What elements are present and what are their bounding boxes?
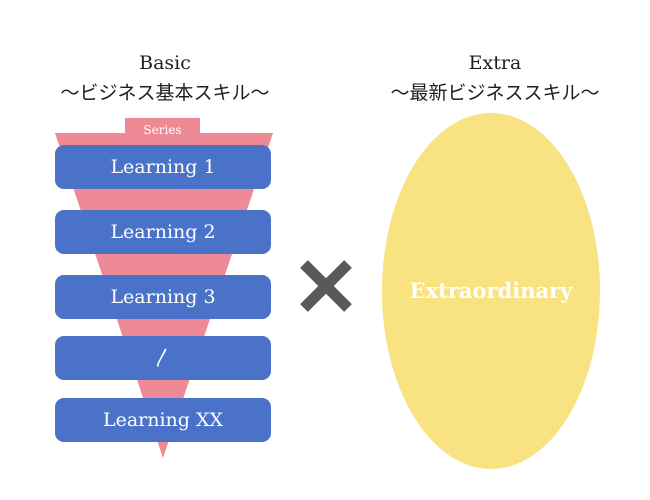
basic-subtitle: 〜ビジネス基本スキル〜 bbox=[60, 82, 270, 104]
learning-step-xx: Learning XX bbox=[55, 398, 271, 442]
series-tab: Series bbox=[125, 118, 200, 142]
extra-heading: Extra 〜最新ビジネススキル〜 bbox=[345, 48, 645, 108]
learning-step-1: Learning 1 bbox=[55, 145, 271, 189]
extra-oval bbox=[382, 113, 600, 469]
learning-step-3: Learning 3 bbox=[55, 275, 271, 319]
extra-subtitle: 〜最新ビジネススキル〜 bbox=[390, 82, 600, 104]
extra-title: Extra bbox=[468, 52, 522, 74]
learning-step-ellipsis: 〳 bbox=[55, 336, 271, 380]
extra-oval-label: Extraordinary bbox=[409, 278, 573, 303]
times-icon bbox=[300, 260, 352, 312]
learning-step-2: Learning 2 bbox=[55, 210, 271, 254]
basic-heading: Basic 〜ビジネス基本スキル〜 bbox=[35, 48, 295, 108]
basic-title: Basic bbox=[139, 52, 191, 74]
